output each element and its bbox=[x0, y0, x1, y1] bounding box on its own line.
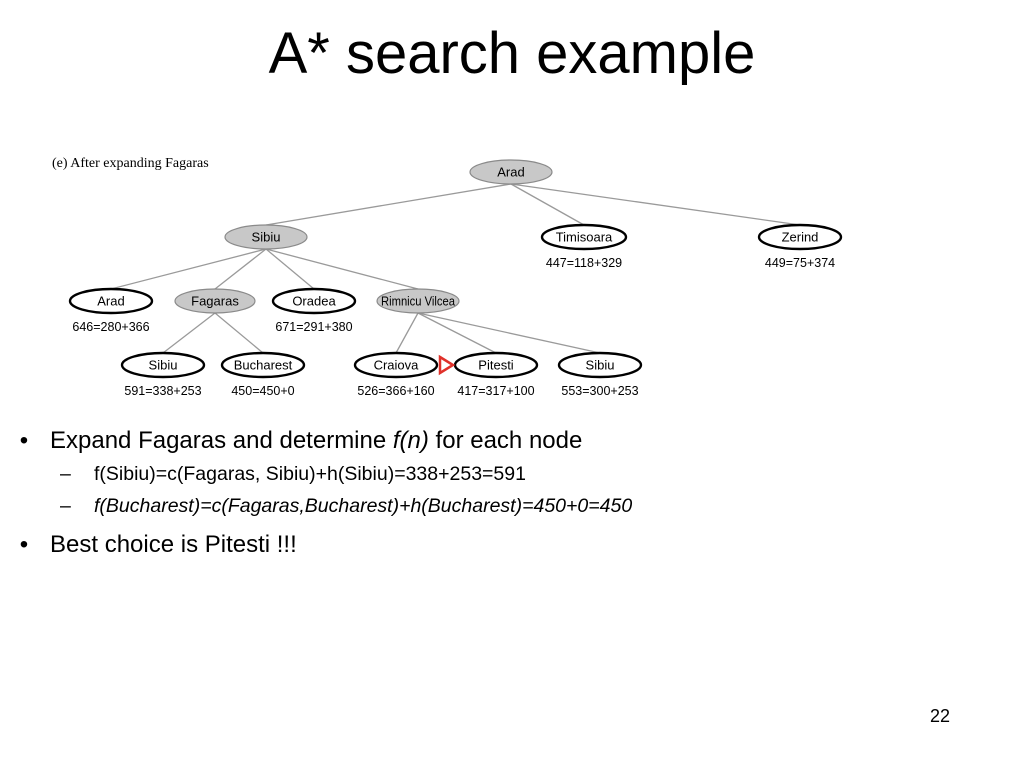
node-ellipse bbox=[540, 223, 628, 251]
bullet-tail: for each node bbox=[428, 427, 583, 454]
bullet-list: • Expand Fagaras and determine f(n) for … bbox=[14, 424, 994, 562]
tree-edge bbox=[417, 312, 497, 354]
tree-node-fagaras: Fagaras bbox=[174, 288, 256, 314]
node-score: 449=75+374 bbox=[765, 256, 835, 270]
tree-edge bbox=[265, 183, 512, 226]
node-ellipse bbox=[220, 351, 306, 379]
tree-node-timisoara: Timisoara 447=118+329 bbox=[540, 223, 628, 270]
tree-edge bbox=[510, 183, 801, 226]
node-ellipse bbox=[68, 287, 154, 315]
node-score: 447=118+329 bbox=[546, 256, 622, 270]
tree-edge bbox=[214, 248, 267, 290]
node-score: 553=300+253 bbox=[561, 384, 638, 398]
node-score: 646=280+366 bbox=[72, 320, 149, 334]
tree-node-rimnicu: Rimnicu Vilcea bbox=[376, 288, 460, 314]
node-ellipse bbox=[757, 223, 843, 251]
tree-node-craiova: Craiova 526=366+160 bbox=[353, 351, 439, 398]
tree-edge bbox=[417, 312, 601, 354]
sub-bullet-bucharest: – f(Bucharest)=c(Fagaras,Bucharest)+h(Bu… bbox=[14, 490, 994, 522]
tree-edge bbox=[510, 183, 585, 226]
bullet-best-choice: • Best choice is Pitesti !!! bbox=[14, 528, 994, 562]
page-number: 22 bbox=[930, 706, 951, 726]
tree-edge bbox=[214, 312, 264, 354]
node-label: Sibiu bbox=[252, 230, 281, 245]
node-ellipse bbox=[224, 224, 308, 250]
sub-bullet-sibiu: – f(Sibiu)=c(Fagaras, Sibiu)+h(Sibiu)=33… bbox=[14, 458, 994, 490]
node-label: Sibiu bbox=[586, 358, 615, 373]
node-label: Fagaras bbox=[191, 294, 239, 309]
node-score: 591=338+253 bbox=[124, 384, 201, 398]
node-ellipse bbox=[376, 288, 460, 314]
diagram-caption: (e) After expanding Fagaras bbox=[52, 156, 209, 171]
node-label: Sibiu bbox=[149, 358, 178, 373]
bullet-dot: • bbox=[19, 531, 29, 558]
node-ellipse bbox=[557, 351, 643, 379]
tree-node-sibiu-3: Sibiu 553=300+253 bbox=[557, 351, 643, 398]
tree-node-arad-2: Arad 646=280+366 bbox=[68, 287, 154, 334]
node-ellipse bbox=[120, 351, 206, 379]
node-label: Bucharest bbox=[234, 358, 293, 373]
node-label: Arad bbox=[97, 294, 124, 309]
node-label: Timisoara bbox=[556, 230, 613, 245]
tree-node-pitesti: Pitesti 417=317+100 bbox=[453, 351, 539, 398]
node-ellipse bbox=[353, 351, 439, 379]
bullet-fn-term: f(n) bbox=[392, 427, 429, 454]
node-ellipse bbox=[469, 159, 553, 185]
node-label: Zerind bbox=[782, 230, 819, 245]
node-score: 671=291+380 bbox=[275, 320, 352, 334]
bullet-dash: – bbox=[60, 463, 71, 485]
bullet-text: Best choice is Pitesti !!! bbox=[50, 531, 297, 558]
bullet-text: Expand Fagaras and determine bbox=[50, 427, 393, 454]
node-score: 417=317+100 bbox=[457, 384, 534, 398]
node-ellipse bbox=[271, 287, 357, 315]
tree-node-oradea: Oradea 671=291+380 bbox=[271, 287, 357, 334]
best-choice-marker-icon bbox=[438, 354, 456, 376]
tree-node-bucharest: Bucharest 450=450+0 bbox=[220, 351, 306, 398]
slide-title: A* search example bbox=[268, 21, 756, 86]
sub-bullet-text: f(Sibiu)=c(Fagaras, Sibiu)+h(Sibiu)=338+… bbox=[94, 463, 526, 485]
node-label: Rimnicu Vilcea bbox=[381, 294, 456, 309]
tree-edge bbox=[265, 248, 315, 290]
tree-edge bbox=[162, 312, 216, 354]
tree-edge bbox=[395, 312, 419, 354]
node-ellipse bbox=[174, 288, 256, 314]
sub-bullet-text: f(Bucharest)=c(Fagaras,Bucharest)+h(Buch… bbox=[94, 495, 633, 517]
node-score: 450=450+0 bbox=[231, 384, 294, 398]
node-score: 526=366+160 bbox=[357, 384, 434, 398]
tree-node-zerind: Zerind 449=75+374 bbox=[757, 223, 843, 270]
tree-node-sibiu-2: Sibiu 591=338+253 bbox=[120, 351, 206, 398]
node-label: Pitesti bbox=[478, 358, 514, 373]
node-label: Oradea bbox=[292, 294, 336, 309]
tree-edge bbox=[265, 248, 419, 290]
tree-node-sibiu: Sibiu bbox=[224, 224, 308, 250]
bullet-expand-fagaras: • Expand Fagaras and determine f(n) for … bbox=[14, 424, 994, 458]
node-label: Craiova bbox=[374, 358, 420, 373]
tree-edge bbox=[110, 248, 267, 290]
tree-node-arad-root: Arad bbox=[469, 159, 553, 185]
bullet-dot: • bbox=[19, 427, 29, 454]
node-label: Arad bbox=[497, 165, 524, 180]
bullet-dash: – bbox=[60, 495, 71, 517]
